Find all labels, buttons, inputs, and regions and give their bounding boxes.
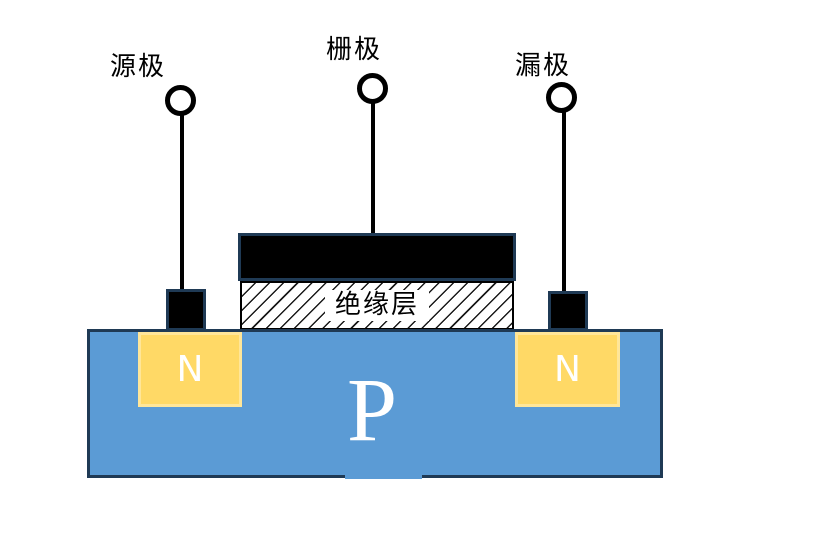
drain-terminal-circle bbox=[546, 82, 577, 113]
source-label: 源极 bbox=[110, 52, 167, 82]
n-region-left: N bbox=[138, 332, 242, 407]
substrate-border-gap bbox=[345, 474, 422, 479]
n-region-left-label: N bbox=[176, 348, 204, 390]
drain-contact bbox=[548, 291, 588, 331]
gate-lead-line bbox=[371, 103, 375, 236]
insulator-layer: 绝缘层 bbox=[240, 281, 514, 330]
p-substrate-label: P bbox=[346, 361, 398, 460]
source-lead-line bbox=[180, 115, 184, 290]
n-region-right-label: N bbox=[554, 348, 581, 390]
gate-electrode bbox=[238, 233, 516, 281]
source-contact bbox=[166, 289, 206, 331]
insulator-label: 绝缘层 bbox=[324, 289, 429, 322]
n-region-right: N bbox=[515, 332, 620, 407]
source-terminal-circle bbox=[165, 85, 196, 116]
drain-lead-line bbox=[562, 112, 566, 291]
gate-label: 栅极 bbox=[326, 35, 383, 65]
gate-terminal-circle bbox=[357, 73, 388, 104]
drain-label: 漏极 bbox=[515, 51, 572, 81]
